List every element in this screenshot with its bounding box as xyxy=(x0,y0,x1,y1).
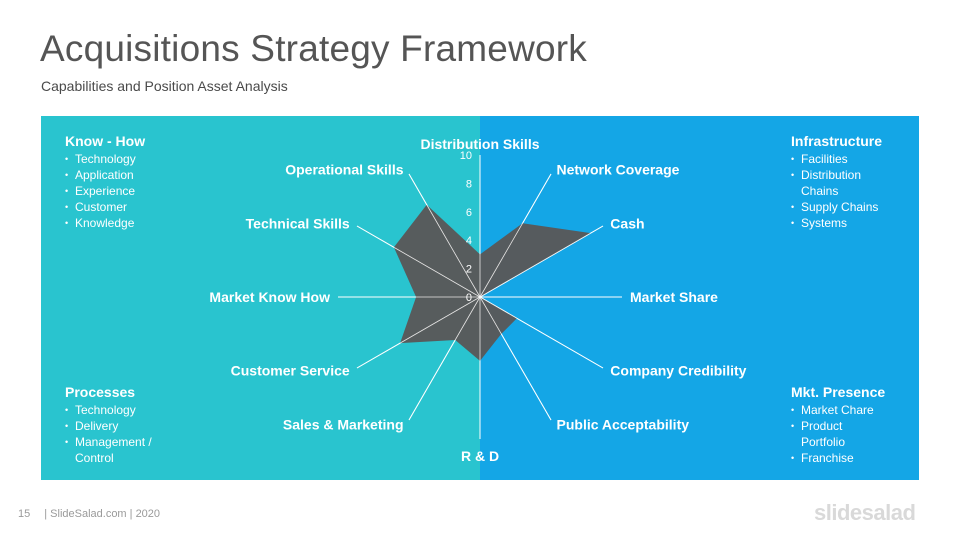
list-item: Technology xyxy=(65,151,215,167)
radar-category-label: Company Credibility xyxy=(610,363,746,379)
footer: 15 | SlideSalad.com | 2020 xyxy=(18,508,160,520)
list-item: Franchise xyxy=(791,450,901,466)
page-number: 15 xyxy=(18,508,31,520)
processes-title: Processes xyxy=(65,384,136,400)
radar-spoke-overlay xyxy=(479,173,552,298)
list-item: Technology xyxy=(65,402,175,418)
radar-category-label: Operational Skills xyxy=(285,162,403,178)
radar-spoke-overlay xyxy=(408,296,481,421)
list-item: Experience xyxy=(65,183,215,199)
radar-tick-label: 4 xyxy=(466,235,472,247)
market-presence-box: Mkt. Presence Market Chare Product Portf… xyxy=(791,384,901,466)
infrastructure-title: Infrastructure xyxy=(791,133,883,149)
radar-series-area xyxy=(393,204,591,361)
list-item: Customer xyxy=(65,199,215,215)
radar-spoke-overlay xyxy=(479,296,604,369)
brand-logo: slidesalad xyxy=(814,500,916,525)
radar-tick-label: 6 xyxy=(466,207,472,219)
radar-category-label: Market Know How xyxy=(209,289,330,305)
list-item: Market Chare xyxy=(791,402,901,418)
radar-spoke-overlay xyxy=(356,225,481,298)
list-item: Management / Control xyxy=(65,434,170,466)
radar-spoke-overlay xyxy=(479,296,552,421)
list-item: Distribution Chains xyxy=(791,167,881,199)
footer-text: | SlideSalad.com | 2020 xyxy=(44,508,161,520)
radar-category-label: Distribution Skills xyxy=(420,136,539,152)
radar-category-label: Technical Skills xyxy=(246,216,350,232)
list-item: Knowledge xyxy=(65,215,215,231)
list-item: Systems xyxy=(791,215,901,231)
radar-category-label: Network Coverage xyxy=(557,162,680,178)
infrastructure-box: Infrastructure Facilities Distribution C… xyxy=(791,133,901,231)
radar-spoke-overlay xyxy=(408,173,481,298)
radar-spoke-overlay xyxy=(356,296,481,369)
processes-box: Processes Technology Delivery Management… xyxy=(65,384,175,466)
radar-category-label: Public Acceptability xyxy=(557,416,690,432)
list-item: Product Portfolio xyxy=(791,418,871,450)
radar-category-label: Customer Service xyxy=(231,363,350,379)
radar-category-label: R & D xyxy=(461,448,499,464)
radar-category-label: Sales & Marketing xyxy=(283,416,404,432)
know-how-title: Know - How xyxy=(65,133,146,149)
slide-title: Acquisitions Strategy Framework xyxy=(40,28,587,69)
radar-tick-label: 0 xyxy=(466,292,472,304)
list-item: Facilities xyxy=(791,151,901,167)
radar-tick-label: 10 xyxy=(460,150,472,162)
radar-spoke-overlay xyxy=(479,225,604,298)
list-item: Application xyxy=(65,167,215,183)
radar-tick-label: 8 xyxy=(466,178,472,190)
list-item: Supply Chains xyxy=(791,199,901,215)
know-how-box: Know - How Technology Application Experi… xyxy=(65,133,215,231)
market-presence-title: Mkt. Presence xyxy=(791,384,886,400)
radar-category-label: Cash xyxy=(610,216,644,232)
slide-subtitle: Capabilities and Position Asset Analysis xyxy=(41,78,288,94)
list-item: Delivery xyxy=(65,418,175,434)
radar-tick-label: 2 xyxy=(466,264,472,276)
radar-category-label: Market Share xyxy=(630,289,718,305)
